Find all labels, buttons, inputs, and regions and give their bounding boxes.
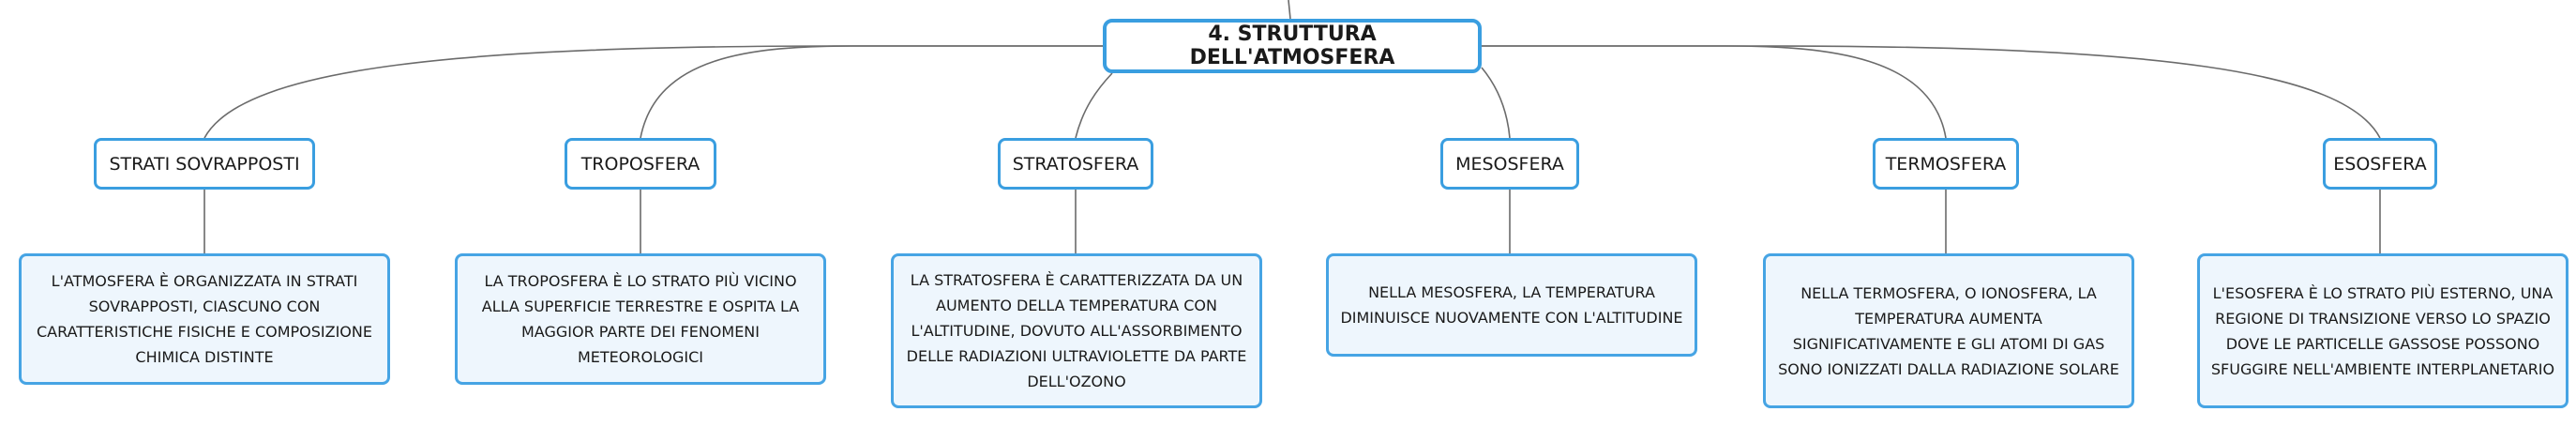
connector-mesosfera xyxy=(1481,67,1511,139)
description-node-stratosfera[interactable]: LA STRATOSFERA È CARATTERIZZATA DA UN AU… xyxy=(891,253,1262,408)
topic-node-strati-sovrapposti[interactable]: STRATI SOVRAPPOSTI xyxy=(94,138,315,190)
description-text: NELLA TERMOSFERA, O IONOSFERA, LA TEMPER… xyxy=(1778,283,2119,378)
root-node[interactable]: 4. STRUTTURA DELL'ATMOSFERA xyxy=(1103,19,1482,73)
topic-node-stratosfera[interactable]: STRATOSFERA xyxy=(998,138,1153,190)
description-text: NELLA MESOSFERA, LA TEMPERATURA DIMINUIS… xyxy=(1340,283,1683,327)
parent-connector xyxy=(1288,0,1291,20)
connector-termosfera xyxy=(1482,45,1947,139)
connector-troposfera xyxy=(640,45,1103,139)
topic-label: TROPOSFERA xyxy=(580,153,700,175)
connector-stratosfera xyxy=(1075,72,1113,139)
description-text: L'ATMOSFERA È ORGANIZZATA IN STRATI SOVR… xyxy=(37,272,372,366)
description-node-mesosfera[interactable]: NELLA MESOSFERA, LA TEMPERATURA DIMINUIS… xyxy=(1326,253,1697,357)
topic-label: TERMOSFERA xyxy=(1885,153,2007,175)
topic-node-mesosfera[interactable]: MESOSFERA xyxy=(1440,138,1579,190)
description-text: LA STRATOSFERA È CARATTERIZZATA DA UN AU… xyxy=(906,271,1247,390)
root-label: 4. STRUTTURA DELL'ATMOSFERA xyxy=(1189,23,1395,69)
connector-esosfera xyxy=(1482,45,2381,139)
description-node-esosfera[interactable]: L'ESOSFERA È LO STRATO PIÙ ESTERNO, UNA … xyxy=(2197,253,2568,408)
description-node-strati-sovrapposti[interactable]: L'ATMOSFERA È ORGANIZZATA IN STRATI SOVR… xyxy=(19,253,390,385)
topic-node-troposfera[interactable]: TROPOSFERA xyxy=(565,138,716,190)
topic-node-termosfera[interactable]: TERMOSFERA xyxy=(1873,138,2019,190)
topic-label: STRATOSFERA xyxy=(1012,153,1139,175)
connector-strati-sovrapposti xyxy=(203,45,1103,139)
description-node-termosfera[interactable]: NELLA TERMOSFERA, O IONOSFERA, LA TEMPER… xyxy=(1763,253,2134,408)
description-text: L'ESOSFERA È LO STRATO PIÙ ESTERNO, UNA … xyxy=(2210,283,2555,378)
description-node-troposfera[interactable]: LA TROPOSFERA È LO STRATO PIÙ VICINO ALL… xyxy=(455,253,826,385)
topic-label: STRATI SOVRAPPOSTI xyxy=(109,153,300,175)
topic-label: ESOSFERA xyxy=(2333,153,2427,175)
topic-label: MESOSFERA xyxy=(1455,153,1564,175)
description-text: LA TROPOSFERA È LO STRATO PIÙ VICINO ALL… xyxy=(481,272,800,366)
topic-node-esosfera[interactable]: ESOSFERA xyxy=(2323,138,2437,190)
